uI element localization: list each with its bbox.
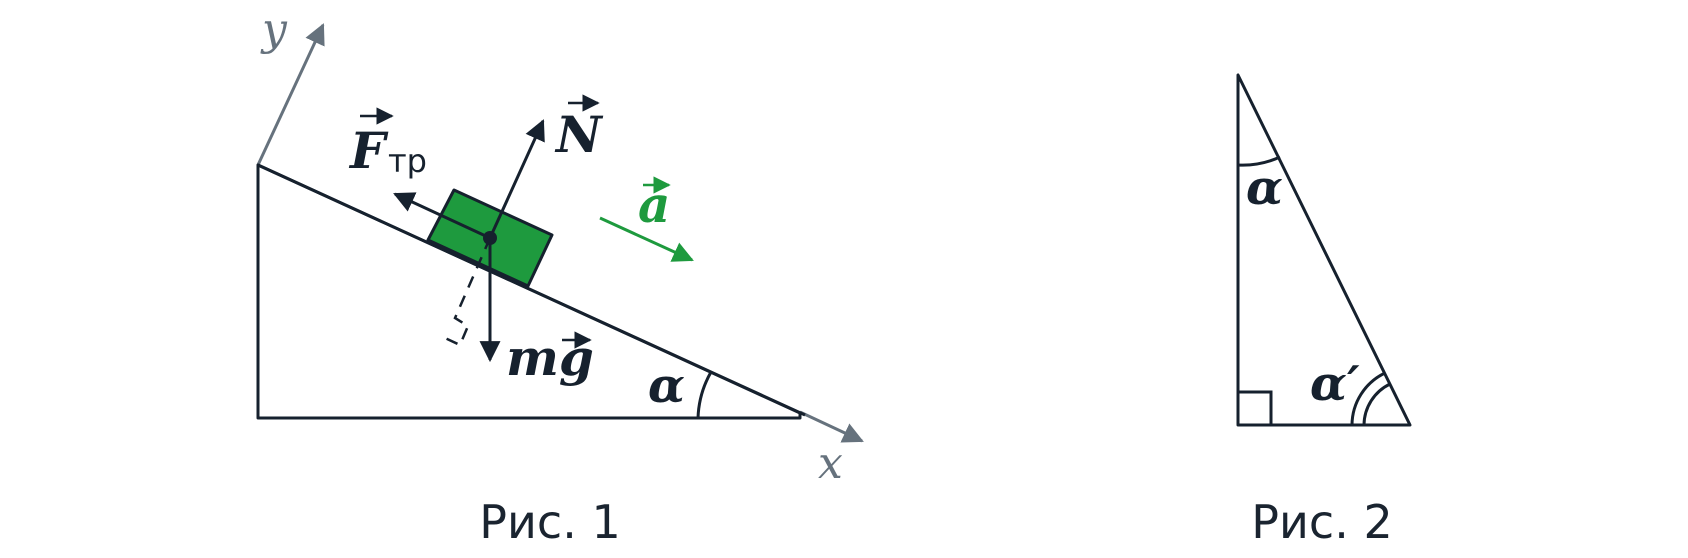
normal-force-symbol: N — [554, 105, 604, 164]
x-axis-label: x — [818, 438, 843, 489]
x-axis-extension — [799, 410, 864, 443]
dashed-helper-line — [444, 237, 492, 347]
angle-alpha-label: α — [648, 358, 685, 414]
angle-arc-top — [1237, 155, 1281, 167]
friction-force-subscript: тр — [388, 142, 427, 180]
acceleration-label: a — [638, 175, 671, 234]
acceleration-arrow — [599, 216, 694, 262]
normal-force-arrow — [488, 119, 545, 239]
figure-2-caption: Рис. 2 — [1251, 495, 1392, 549]
angle-top-label: α — [1246, 160, 1283, 216]
figure-1: y x F тр N a mg α Рис. 1 — [256, 4, 864, 549]
angle-bottom-label: α′ — [1310, 356, 1360, 412]
right-angle-marker — [1238, 390, 1273, 425]
angle-arc-alpha — [696, 371, 713, 419]
angle-arc-bottom-inner — [1362, 382, 1391, 426]
gravity-label: mg — [506, 328, 594, 387]
right-triangle — [1236, 73, 1412, 427]
angle-arc-bottom-outer — [1350, 371, 1386, 426]
gravity-symbol: mg — [506, 328, 594, 387]
friction-force-symbol: F — [348, 121, 389, 180]
y-axis-label: y — [260, 4, 288, 55]
figure-1-caption: Рис. 1 — [479, 495, 620, 549]
y-axis — [256, 23, 325, 166]
center-of-mass-dot — [483, 231, 497, 245]
friction-force-label: F тр — [348, 107, 427, 180]
incline-surface — [257, 163, 806, 417]
figure-2: α α′ Рис. 2 — [1236, 73, 1412, 549]
friction-force-arrow — [393, 192, 491, 240]
normal-force-label: N — [554, 94, 604, 164]
